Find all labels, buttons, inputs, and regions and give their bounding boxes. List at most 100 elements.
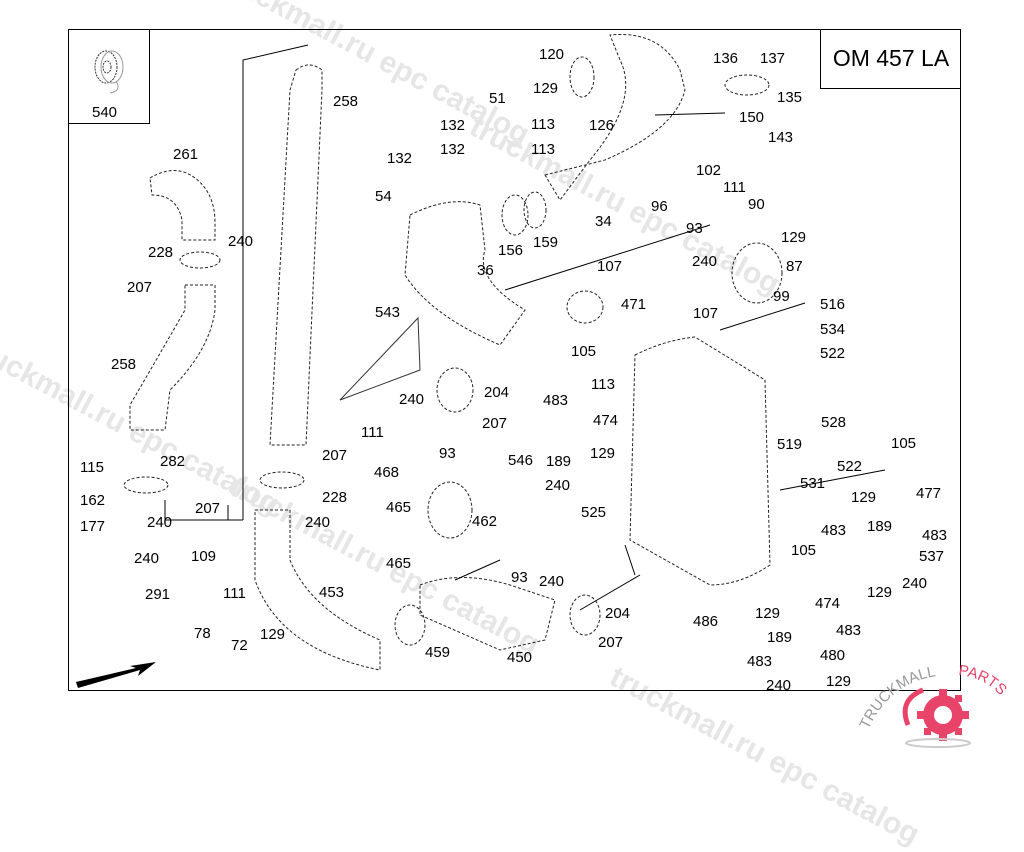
part-callout[interactable]: 143 (768, 129, 794, 146)
part-callout[interactable]: 51 (489, 90, 506, 107)
part-callout[interactable]: 468 (374, 464, 400, 481)
part-callout[interactable]: 525 (581, 504, 607, 521)
part-callout[interactable]: 109 (191, 548, 217, 565)
part-callout[interactable]: 207 (195, 500, 221, 517)
part-callout[interactable]: 483 (543, 392, 569, 409)
part-callout[interactable]: 207 (482, 415, 508, 432)
part-callout[interactable]: 477 (916, 485, 942, 502)
part-callout[interactable]: 483 (836, 622, 862, 639)
part-callout[interactable]: 240 (305, 514, 331, 531)
part-callout[interactable]: 459 (425, 644, 451, 661)
part-callout[interactable]: 465 (386, 499, 412, 516)
inset-part-number[interactable]: 540 (92, 104, 118, 121)
part-callout[interactable]: 93 (686, 220, 703, 237)
part-callout[interactable]: 465 (386, 555, 412, 572)
part-callout[interactable]: 150 (739, 109, 765, 126)
part-callout[interactable]: 204 (484, 384, 510, 401)
part-callout[interactable]: 474 (815, 595, 841, 612)
part-callout[interactable]: 113 (531, 141, 555, 158)
part-callout[interactable]: 240 (147, 514, 173, 531)
part-callout[interactable]: 228 (148, 244, 174, 261)
part-callout[interactable]: 129 (851, 489, 877, 506)
part-callout[interactable]: 258 (111, 356, 137, 373)
part-callout[interactable]: 115 (80, 459, 104, 476)
part-callout[interactable]: 261 (173, 146, 199, 163)
part-callout[interactable]: 486 (693, 613, 719, 630)
part-callout[interactable]: 177 (80, 518, 106, 535)
part-callout[interactable]: 93 (439, 445, 456, 462)
part-callout[interactable]: 462 (472, 513, 498, 530)
part-callout[interactable]: 111 (723, 179, 746, 196)
part-callout[interactable]: 132 (387, 150, 413, 167)
part-callout[interactable]: 129 (590, 445, 616, 462)
part-callout[interactable]: 240 (902, 575, 928, 592)
part-callout[interactable]: 129 (755, 605, 781, 622)
part-callout[interactable]: 240 (134, 550, 160, 567)
part-callout[interactable]: 105 (891, 435, 917, 452)
part-callout[interactable]: 96 (651, 198, 668, 215)
part-callout[interactable]: 113 (531, 116, 555, 133)
part-callout[interactable]: 189 (767, 629, 793, 646)
part-callout[interactable]: 156 (498, 242, 524, 259)
part-callout[interactable]: 258 (333, 93, 359, 110)
part-callout[interactable]: 129 (867, 584, 893, 601)
part-callout[interactable]: 204 (605, 605, 631, 622)
part-callout[interactable]: 136 (713, 50, 739, 67)
part-callout[interactable]: 240 (766, 677, 792, 694)
part-callout[interactable]: 534 (820, 321, 846, 338)
part-callout[interactable]: 240 (399, 391, 425, 408)
part-callout[interactable]: 240 (545, 477, 571, 494)
part-callout[interactable]: 132 (440, 117, 466, 134)
part-callout[interactable]: 240 (228, 233, 254, 250)
part-callout[interactable]: 113 (591, 376, 615, 393)
part-callout[interactable]: 240 (539, 573, 565, 590)
part-callout[interactable]: 483 (821, 522, 847, 539)
part-callout[interactable]: 537 (919, 548, 945, 565)
part-callout[interactable]: 72 (231, 637, 248, 654)
part-callout[interactable]: 137 (760, 50, 786, 67)
part-callout[interactable]: 474 (593, 412, 619, 429)
part-callout[interactable]: 519 (777, 436, 803, 453)
part-callout[interactable]: 522 (820, 345, 846, 362)
part-callout[interactable]: 111 (223, 585, 246, 602)
part-callout[interactable]: 240 (692, 253, 718, 270)
part-callout[interactable]: 126 (589, 117, 615, 134)
part-callout[interactable]: 107 (597, 258, 623, 275)
part-callout[interactable]: 450 (507, 649, 533, 666)
part-callout[interactable]: 228 (322, 489, 348, 506)
part-callout[interactable]: 129 (533, 80, 559, 97)
part-callout[interactable]: 129 (260, 626, 286, 643)
part-callout[interactable]: 135 (777, 89, 803, 106)
part-callout[interactable]: 159 (533, 234, 559, 251)
part-callout[interactable]: 105 (791, 542, 817, 559)
part-callout[interactable]: 483 (747, 653, 773, 670)
part-callout[interactable]: 207 (127, 279, 153, 296)
part-callout[interactable]: 207 (322, 447, 348, 464)
part-callout[interactable]: 99 (773, 288, 790, 305)
part-callout[interactable]: 105 (571, 343, 597, 360)
part-callout[interactable]: 189 (867, 518, 893, 535)
part-callout[interactable]: 522 (837, 458, 863, 475)
part-callout[interactable]: 480 (820, 647, 846, 664)
part-callout[interactable]: 111 (361, 424, 384, 441)
part-callout[interactable]: 291 (145, 586, 171, 603)
part-callout[interactable]: 453 (319, 584, 345, 601)
part-callout[interactable]: 207 (598, 634, 624, 651)
part-callout[interactable]: 36 (477, 262, 494, 279)
part-callout[interactable]: 54 (375, 188, 392, 205)
part-callout[interactable]: 531 (800, 475, 826, 492)
part-callout[interactable]: 107 (693, 305, 719, 322)
part-callout[interactable]: 471 (621, 296, 647, 313)
part-callout[interactable]: 90 (748, 196, 765, 213)
part-callout[interactable]: 34 (595, 213, 612, 230)
part-callout[interactable]: 282 (160, 453, 186, 470)
part-callout[interactable]: 162 (80, 492, 106, 509)
part-callout[interactable]: 120 (539, 46, 565, 63)
part-callout[interactable]: 516 (820, 296, 846, 313)
part-callout[interactable]: 546 (508, 452, 534, 469)
part-callout[interactable]: 87 (786, 258, 803, 275)
part-callout[interactable]: 78 (194, 625, 211, 642)
part-callout[interactable]: 528 (821, 414, 847, 431)
part-callout[interactable]: 132 (440, 141, 466, 158)
part-callout[interactable]: 543 (375, 304, 401, 321)
